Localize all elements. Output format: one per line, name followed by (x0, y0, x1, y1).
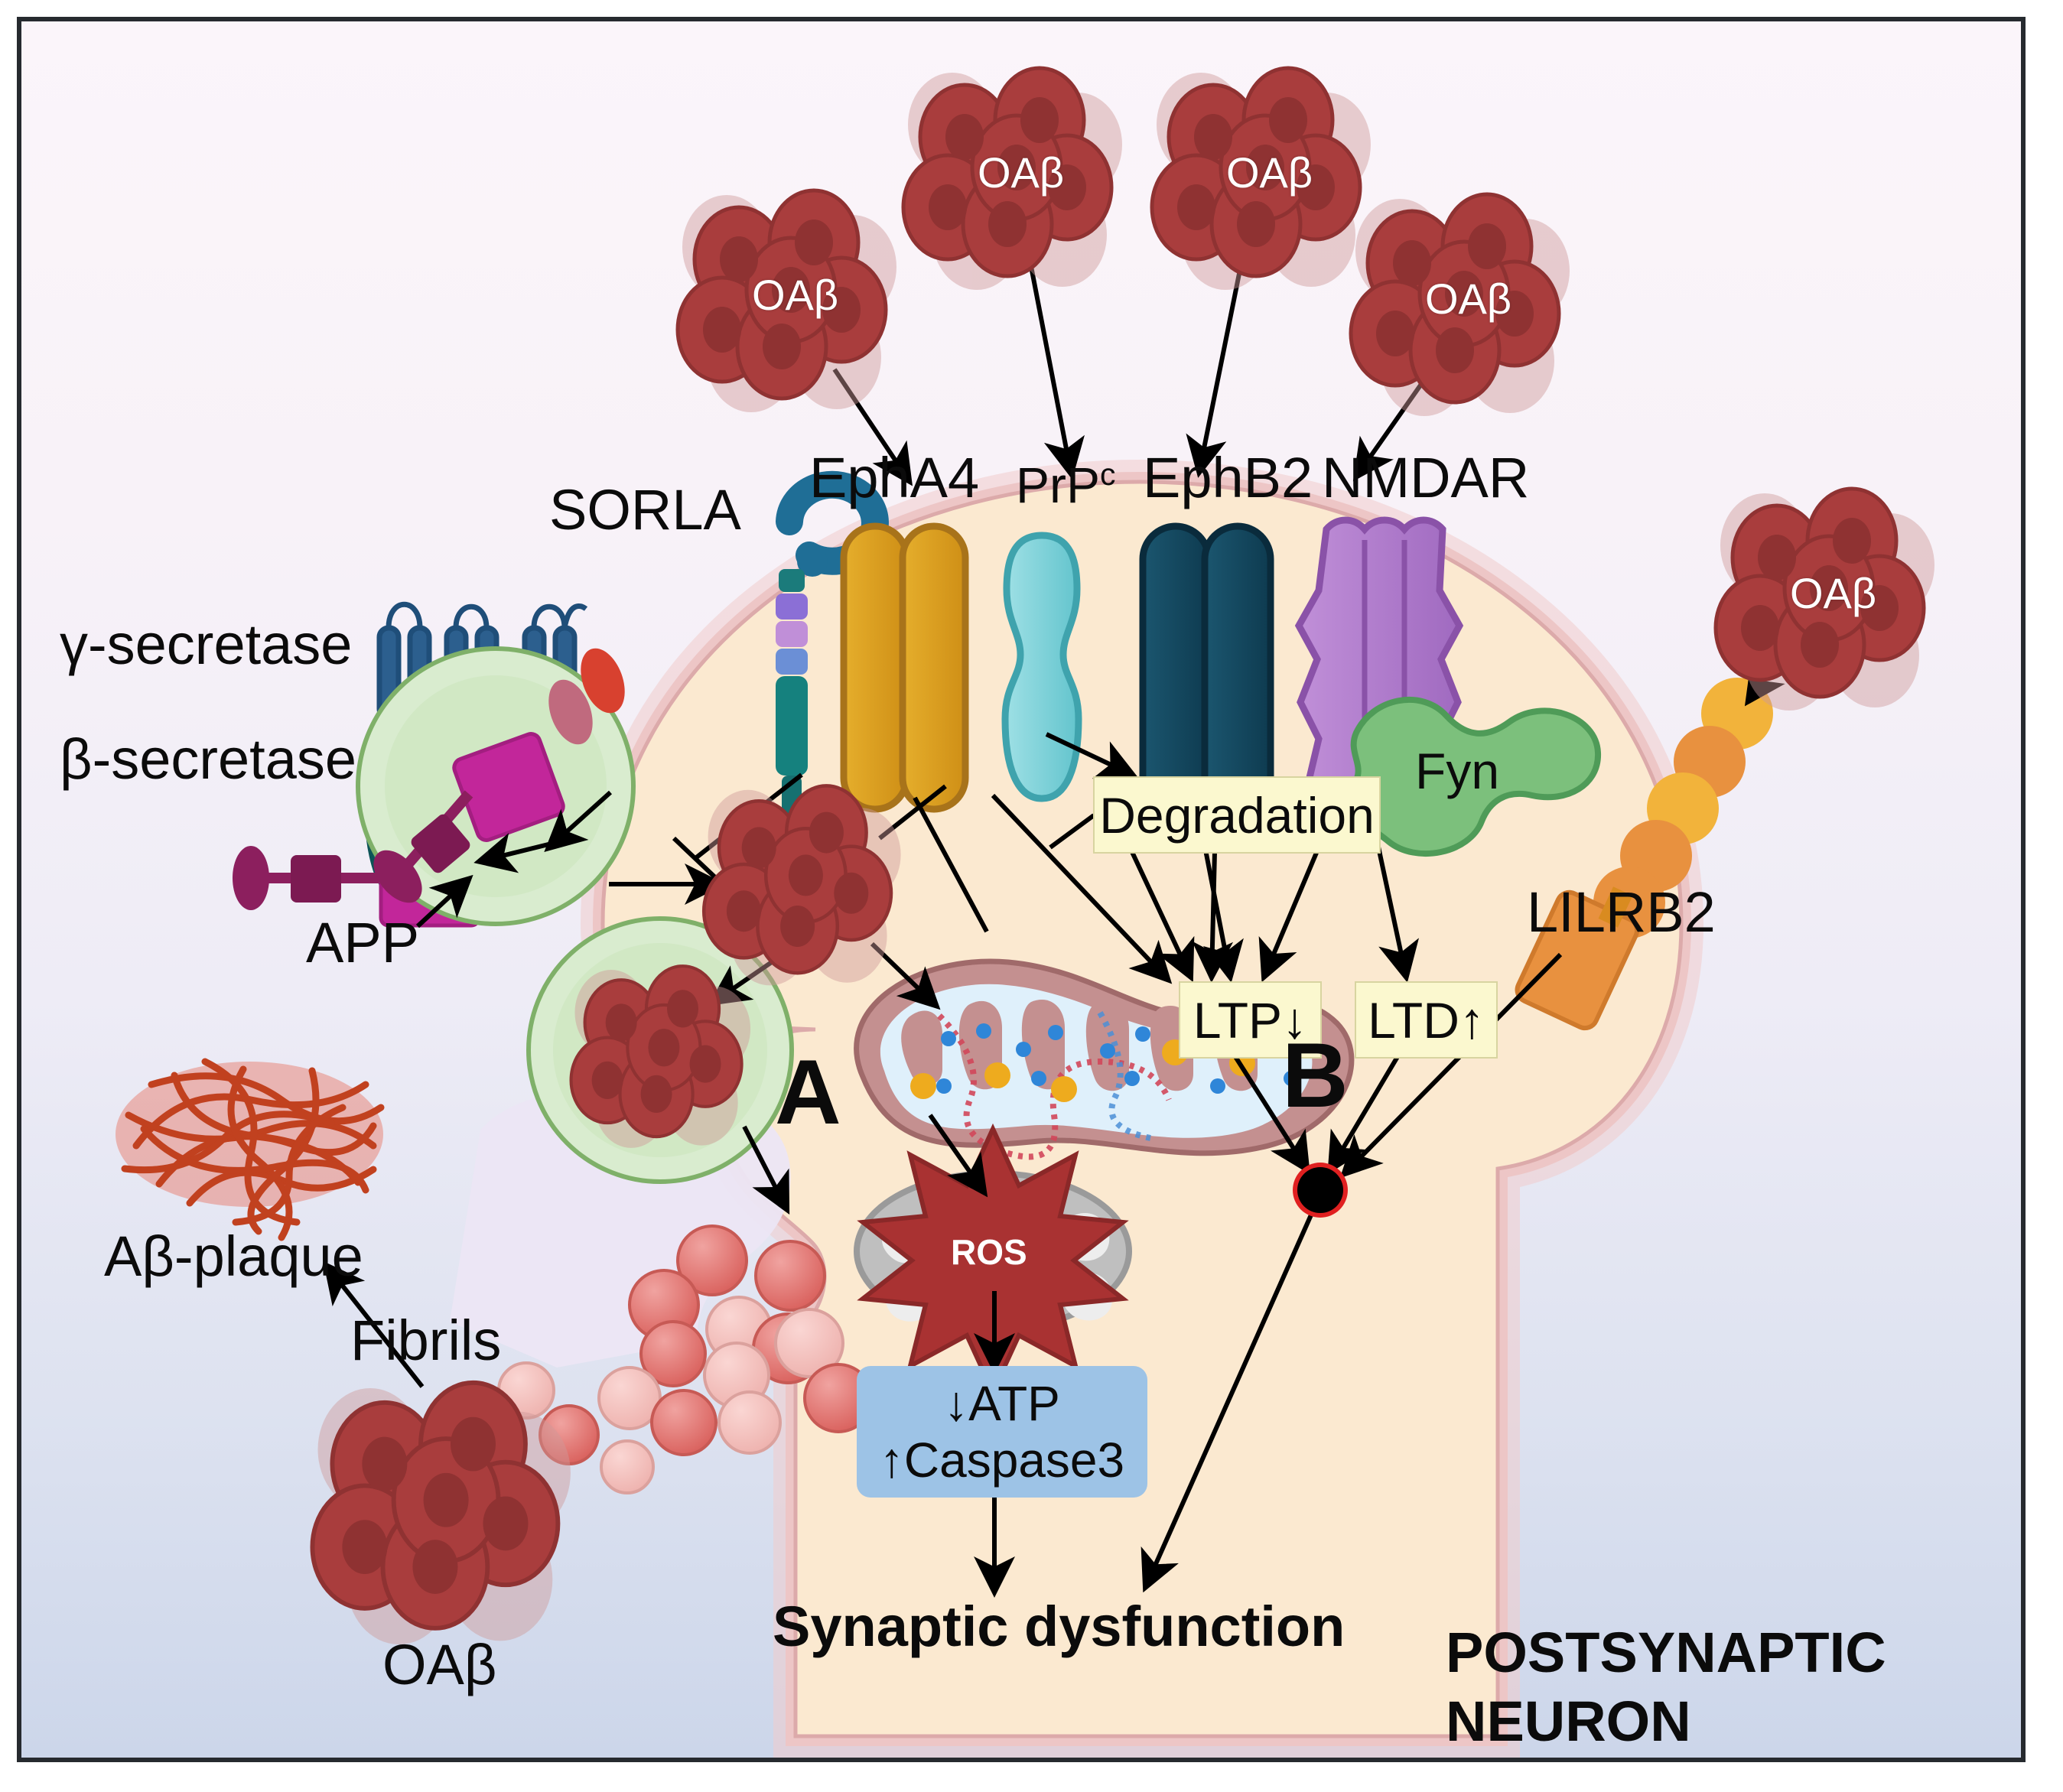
lilrb2-label: LILRB2 (1527, 880, 1716, 944)
mitochondrion-damaged (854, 1123, 1132, 1398)
oab-cluster-epha4 (675, 188, 896, 412)
inhibition-epha4-bar (878, 784, 947, 841)
caspase-line: ↑Caspase3 (879, 1433, 1125, 1488)
oab-cluster-lilrb2 (1713, 486, 1934, 711)
arrow-degradation-left-in (1049, 813, 1095, 850)
panel-a-label: A (775, 1041, 841, 1143)
app-label: APP (306, 911, 420, 974)
arrow-endosome2-to-cleft (742, 1125, 790, 1215)
arrow-oab-to-prpc (1027, 258, 1085, 480)
ephb2-label: EphB2 (1143, 446, 1313, 509)
degradation-box[interactable]: Degradation (1093, 776, 1381, 854)
arrow-fibrils-to-plaque (323, 1260, 425, 1388)
arrow-oab-to-ephb2 (1186, 258, 1245, 478)
oab-label-epha4: OAβ (752, 271, 839, 319)
epha4-receptor (840, 522, 969, 813)
prpc-receptor (1001, 532, 1082, 802)
postsynaptic-neuron-label-line2: NEURON (1446, 1690, 1691, 1753)
oab-cluster-prpc (901, 66, 1122, 290)
arrow-degradation-to-ltp (1130, 850, 1195, 983)
arrow-lilrb2-to-node (1339, 952, 1563, 1179)
neurotransmitter-vesicles (468, 1224, 874, 1494)
atp-caspase-box[interactable]: ↓ATP ↑Caspase3 (857, 1366, 1147, 1498)
ltd-box[interactable]: LTD↑ (1355, 981, 1498, 1059)
oab-free-label: OAβ (382, 1633, 497, 1696)
convergence-node (1293, 1163, 1348, 1218)
arrow-epha4-to-ltp (991, 793, 1173, 984)
ros-label: ROS (951, 1232, 1027, 1272)
arrow-oab-to-epha4 (832, 368, 913, 486)
arrow-connectors (323, 258, 1797, 1598)
oab-cluster-intracellular (701, 784, 901, 986)
mitochondrion-healthy (854, 958, 1355, 1160)
inhibition-sorla-oab-bar (672, 836, 720, 882)
gamma-secretase-label: γ-secretase (60, 613, 353, 676)
oab-label-nmdar: OAβ (1425, 275, 1512, 323)
sorla-label: SORLA (549, 478, 741, 542)
arrow-ltp-to-node (1232, 1054, 1310, 1175)
arrow-node-to-dysfunction (1141, 1210, 1315, 1593)
fyn-label: Fyn (1415, 743, 1500, 799)
panel-b-label: B (1282, 1024, 1349, 1127)
oab-cluster-free (310, 1380, 571, 1645)
epha4-label: EphA4 (809, 446, 980, 509)
oab-cluster-nmdar (1349, 192, 1570, 416)
postsynaptic-neuron-label-line1: POSTSYNAPTIC (1446, 1621, 1886, 1684)
amyloid-plaque (116, 1058, 385, 1241)
fibrils-label: Fibrils (350, 1309, 502, 1372)
ephb2-receptor (1139, 522, 1274, 821)
beta-secretase-label: β-secretase (60, 727, 357, 791)
atp-line: ↓ATP (944, 1375, 1060, 1431)
oab-cluster-in-endosome (569, 964, 751, 1148)
nmdar-label: NMDAR (1322, 446, 1530, 509)
arrow-mitochondria-to-ros (928, 1114, 988, 1198)
oab-label-prpc: OAβ (978, 148, 1065, 197)
endosome-app (356, 646, 636, 926)
arrow-oab-to-mitochondria (870, 942, 941, 1010)
figure-frame: OAβ OAβ OAβ OAβ OAβ SORLA EphA4 PrPc Eph… (17, 17, 2026, 1762)
synaptic-dysfunction-label: Synaptic dysfunction (773, 1595, 1346, 1658)
ab-plaque-label: Aβ-plaque (104, 1224, 363, 1288)
oab-cluster-ephb2 (1150, 66, 1371, 290)
prpc-label: PrPc (1016, 457, 1116, 513)
arrow-oab-to-nmdar (1352, 372, 1431, 482)
ltp-box[interactable]: LTP↓ (1179, 981, 1322, 1059)
oab-cluster-group (310, 66, 1934, 1645)
arrow-app-to-endosome (415, 874, 473, 929)
arrow-degradation-to-ltp2 (1192, 851, 1234, 983)
oab-label-ephb2: OAβ (1226, 148, 1313, 197)
oab-label-lilrb2: OAβ (1790, 569, 1877, 617)
arrow-beta-to-endosome (473, 832, 552, 873)
inhibition-epha4 (913, 796, 989, 933)
arrow-prpc-to-degradation (1045, 732, 1139, 779)
lilrb2-receptor (1515, 678, 1773, 1031)
arrow-gamma-to-endosome (544, 790, 613, 853)
